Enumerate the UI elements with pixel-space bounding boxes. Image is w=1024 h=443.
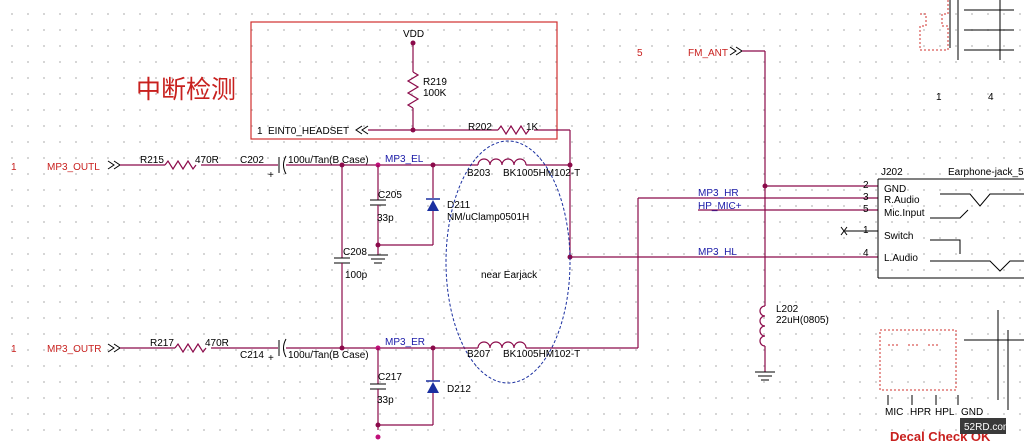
right-filter-parts: C217 33p D212 <box>370 348 471 440</box>
d211-value: NM/uClamp0501H <box>447 212 529 223</box>
d211-ref: D211 <box>447 200 471 211</box>
jack-pin-name-0: GND <box>884 184 906 195</box>
outr-net-label: MP3_OUTR <box>47 344 101 355</box>
r219-value: 100K <box>423 88 447 99</box>
contact-switch <box>930 239 961 254</box>
l202-ref: L202 <box>776 304 799 315</box>
watermark-badge: 52RD.com <box>960 418 1011 434</box>
interrupt-detect-block: 中断检测 VDD R219 100K 1 EINT0_HEADSET R202 … <box>136 21 571 257</box>
b203-ref: B203 <box>467 168 491 179</box>
near-earjack-region <box>445 140 571 384</box>
contact-mic <box>930 209 969 219</box>
fm-net-label: FM_ANT <box>688 48 728 59</box>
gnd-symbol-1 <box>368 254 388 264</box>
b207-value: BK1005HM102-T <box>503 349 580 360</box>
net-mp3-hl: MP3_HL <box>698 247 737 258</box>
decal-pin-hpl: HPL <box>935 407 955 418</box>
jack-pin-num-2: 5 <box>863 204 869 215</box>
l202-inductor: L202 22uH(0805) <box>755 304 829 381</box>
r202-value: 1K <box>526 122 539 133</box>
c202-capacitor <box>283 155 287 175</box>
net-mp3-el: MP3_EL <box>385 154 424 165</box>
l202-value: 22uH(0805) <box>776 315 829 326</box>
r215-resistor <box>164 159 197 171</box>
c208-ref: C208 <box>343 247 367 258</box>
b207-ref: B207 <box>467 349 491 360</box>
r202-resistor <box>497 124 530 136</box>
d212-diode <box>427 382 439 393</box>
interrupt-title: 中断检测 <box>136 75 236 104</box>
b203-value: BK1005HM102-T <box>503 168 580 179</box>
b207-ferrite: B207 BK1005HM102-T MP3_HR <box>467 188 878 360</box>
c214-value: 100u/Tan(B Case) <box>288 350 369 361</box>
outl-pin-number: 1 <box>11 162 17 173</box>
jack-pin-num-0: 2 <box>863 180 869 191</box>
contact-r-audio <box>940 193 1024 207</box>
decal-num-1: 1 <box>936 92 942 103</box>
fm-pin-number: 5 <box>637 48 643 59</box>
r217-ref: R217 <box>150 338 174 349</box>
outr-port-arrow <box>107 343 121 353</box>
c205-value: 33p <box>377 213 394 224</box>
outl-port-arrow <box>107 160 121 170</box>
net-mp3-er: MP3_ER <box>385 337 425 348</box>
jack-pin-name-1: R.Audio <box>884 195 920 206</box>
net-hp-mic: HP_MIC+ <box>698 201 742 212</box>
c202-value: 100u/Tan(B Case) <box>288 155 369 166</box>
outl-net-label: MP3_OUTL <box>47 162 100 173</box>
svg-text:+: + <box>268 353 274 364</box>
c202-ref: C202 <box>240 155 264 166</box>
c214-ref: C214 <box>240 350 264 361</box>
jack-pin-num-1: 3 <box>863 192 869 203</box>
jack-pin-row: 2 GND 3 R.Audio 5 Mic.Input 1 Switch 4 L… <box>863 180 925 264</box>
outr-pin-number: 1 <box>11 344 17 355</box>
r215-ref: R215 <box>140 155 164 166</box>
r219-resistor <box>406 71 420 109</box>
decal-pin-gnd: GND <box>961 407 983 418</box>
fm-port-arrow <box>729 46 743 56</box>
gnd-symbol-2 <box>755 371 775 381</box>
jack-pin-name-2: Mic.Input <box>884 208 925 219</box>
c217-value: 33p <box>377 395 394 406</box>
r217-value: 470R <box>205 338 229 349</box>
r202-ref: R202 <box>468 122 492 133</box>
contact-l-audio <box>930 260 1024 272</box>
decal-top-preview: 1 4 <box>919 0 1014 103</box>
watermark-text: 52RD.com <box>964 422 1011 433</box>
left-channel-path: 1 MP3_OUTL R215 470R + C202 100u/Tan(B C… <box>11 154 478 181</box>
decal-num-4: 4 <box>988 92 994 103</box>
near-earjack-label: near Earjack <box>481 270 538 281</box>
switch-nc-mark <box>840 226 848 236</box>
eint-pin-number: 1 <box>257 126 263 137</box>
decal-pin-hpr: HPR <box>910 407 931 418</box>
svg-text:+: + <box>268 170 274 181</box>
vdd-label: VDD <box>403 29 424 40</box>
c214-capacitor <box>283 338 287 358</box>
r215-value: 470R <box>195 155 219 166</box>
eint-net-label: EINT0_HEADSET <box>268 126 349 137</box>
jack-pin-num-4: 4 <box>863 248 869 259</box>
fm-antenna-net: 5 FM_ANT <box>637 46 878 306</box>
net-mp3-hr: MP3_HR <box>698 188 739 199</box>
jack-pin-name-3: Switch <box>884 231 913 242</box>
c205-ref: C205 <box>378 190 402 201</box>
r219-ref: R219 <box>423 77 447 88</box>
eint-port-arrow <box>355 125 369 135</box>
j202-earphone-jack: J202 Earphone-jack_5 2 GND 3 R.Audio 5 M… <box>840 167 1024 279</box>
d211-diode <box>427 200 439 211</box>
right-channel-path: 1 MP3_OUTR R217 470R + C214 100u/Tan(B C… <box>11 337 478 364</box>
j202-title: Earphone-jack_5 <box>948 167 1024 178</box>
d212-ref: D212 <box>447 384 471 395</box>
c208-value: 100p <box>345 270 368 281</box>
b203-ferrite: B203 BK1005HM102-T <box>467 158 580 179</box>
c217-ref: C217 <box>378 372 402 383</box>
left-filter-parts: C205 33p D211 NM/uClamp0501H C208 100p <box>334 165 529 348</box>
j202-ref: J202 <box>881 167 903 178</box>
r217-resistor <box>174 342 207 354</box>
interrupt-box <box>250 21 558 140</box>
jack-pin-name-4: L.Audio <box>884 253 918 264</box>
decal-pin-mic: MIC <box>885 407 903 418</box>
